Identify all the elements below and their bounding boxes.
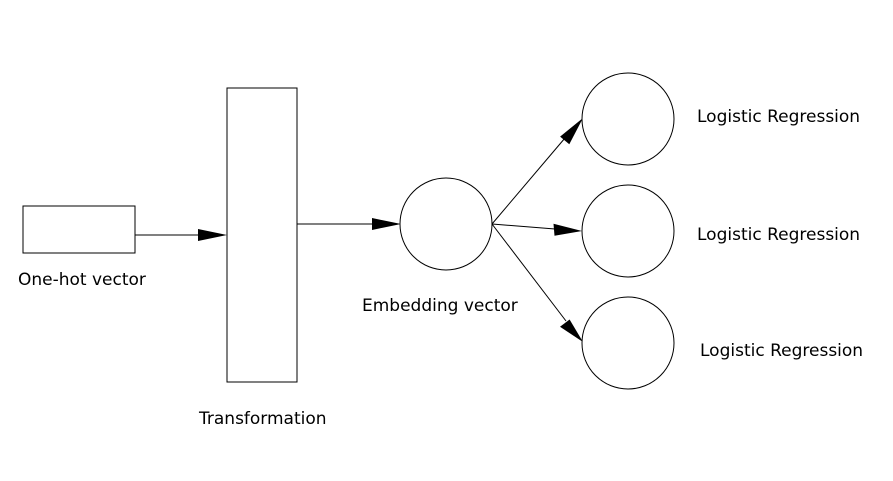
logistic-regression-node-2 [581, 184, 675, 278]
embedding-vector-label: Embedding vector [362, 296, 518, 316]
one-hot-vector-label: One-hot vector [18, 270, 146, 290]
logistic-regression-node-1 [581, 72, 675, 166]
edge-embedding-to-logistic-2 [491, 223, 556, 230]
embedding-vector-node [399, 177, 493, 271]
logistic-regression-label-1: Logistic Regression [697, 107, 860, 127]
arrowhead-embedding-to-logistic-2 [553, 223, 582, 236]
arrowhead-embedding-to-logistic-3 [560, 319, 583, 342]
arrowhead-embedding-to-logistic-1 [560, 118, 583, 145]
edge-embedding-to-logistic-3 [491, 223, 567, 322]
one-hot-vector-box [22, 205, 136, 254]
arrowhead-transformation-to-embedding [372, 218, 401, 230]
transformation-label: Transformation [198, 409, 327, 429]
edge-embedding-to-logistic-1 [491, 137, 566, 225]
logistic-regression-label-2: Logistic Regression [697, 225, 860, 245]
transformation-box [226, 87, 298, 383]
logistic-regression-node-3 [581, 296, 675, 390]
arrowhead-onehot-to-transformation [198, 229, 227, 241]
logistic-regression-label-3: Logistic Regression [700, 341, 863, 361]
